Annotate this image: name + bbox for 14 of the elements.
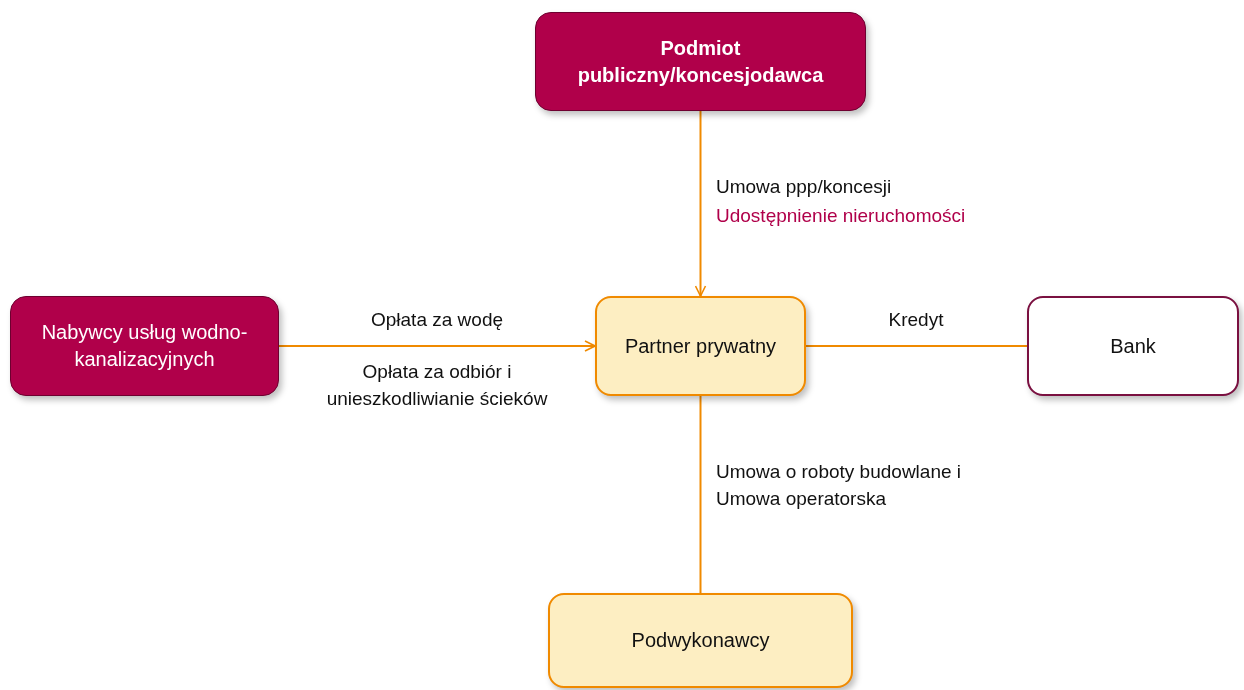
connector-line xyxy=(805,345,1028,347)
node-label: Podwykonawcy xyxy=(631,628,770,653)
arrow xyxy=(278,340,596,352)
node-label: Partner prywatny xyxy=(624,333,777,359)
connector-line xyxy=(699,395,702,594)
node-label: Bank xyxy=(1110,333,1156,359)
entity-box xyxy=(595,296,806,396)
arrow xyxy=(694,110,707,297)
entity-box xyxy=(10,296,279,396)
node-label: Nabywcy usług wodno-kanalizacyjnych xyxy=(40,320,249,372)
entity-box xyxy=(535,12,866,111)
node-label: Podmiot publiczny/koncesjodawca xyxy=(576,35,825,88)
entity-box xyxy=(1027,296,1239,396)
entity-box xyxy=(548,593,853,688)
